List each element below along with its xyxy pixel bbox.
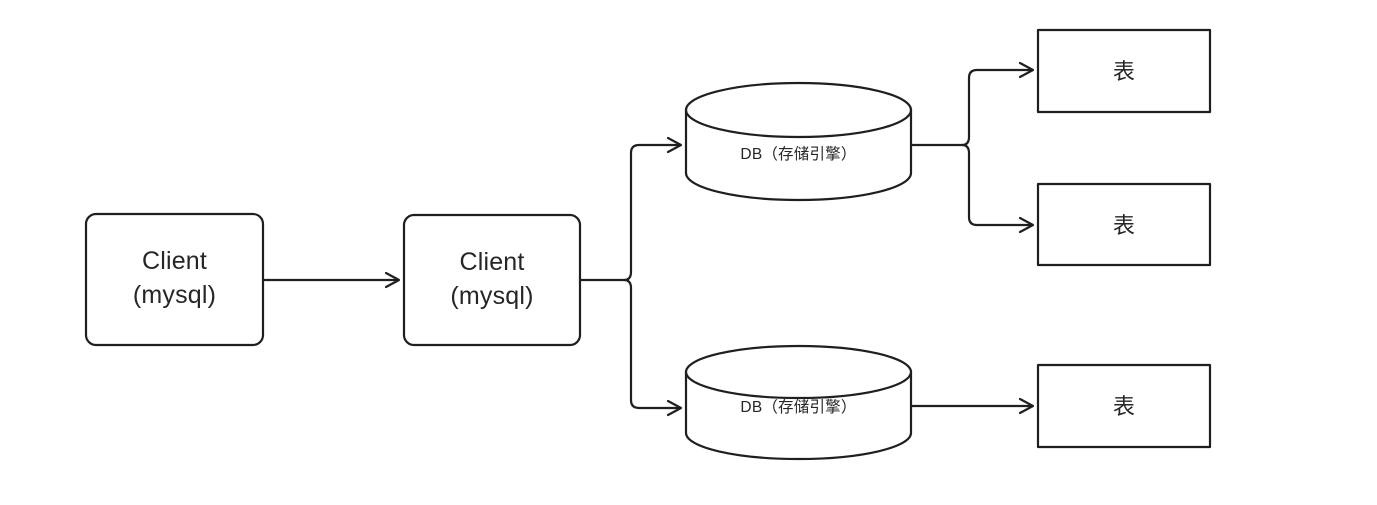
edge-db-bottom-to-table-3 [911,397,1035,415]
node-db-top-shape[interactable] [684,81,913,202]
edge-db-top-to-table-2 [961,143,1035,234]
node-table-3-shape[interactable] [1036,363,1212,449]
edge-db-top-to-table-1 [961,61,1035,147]
node-table-1-shape[interactable] [1036,28,1212,114]
node-db-bottom-shape[interactable] [684,344,913,461]
edge-client1-to-client2 [263,271,401,289]
edge-client2-to-db-top [623,136,683,282]
node-client-1-shape[interactable] [84,212,265,347]
node-table-2-shape[interactable] [1036,182,1212,267]
node-client-2-shape[interactable] [402,213,582,347]
edge-client2-to-db-bottom [623,278,683,417]
